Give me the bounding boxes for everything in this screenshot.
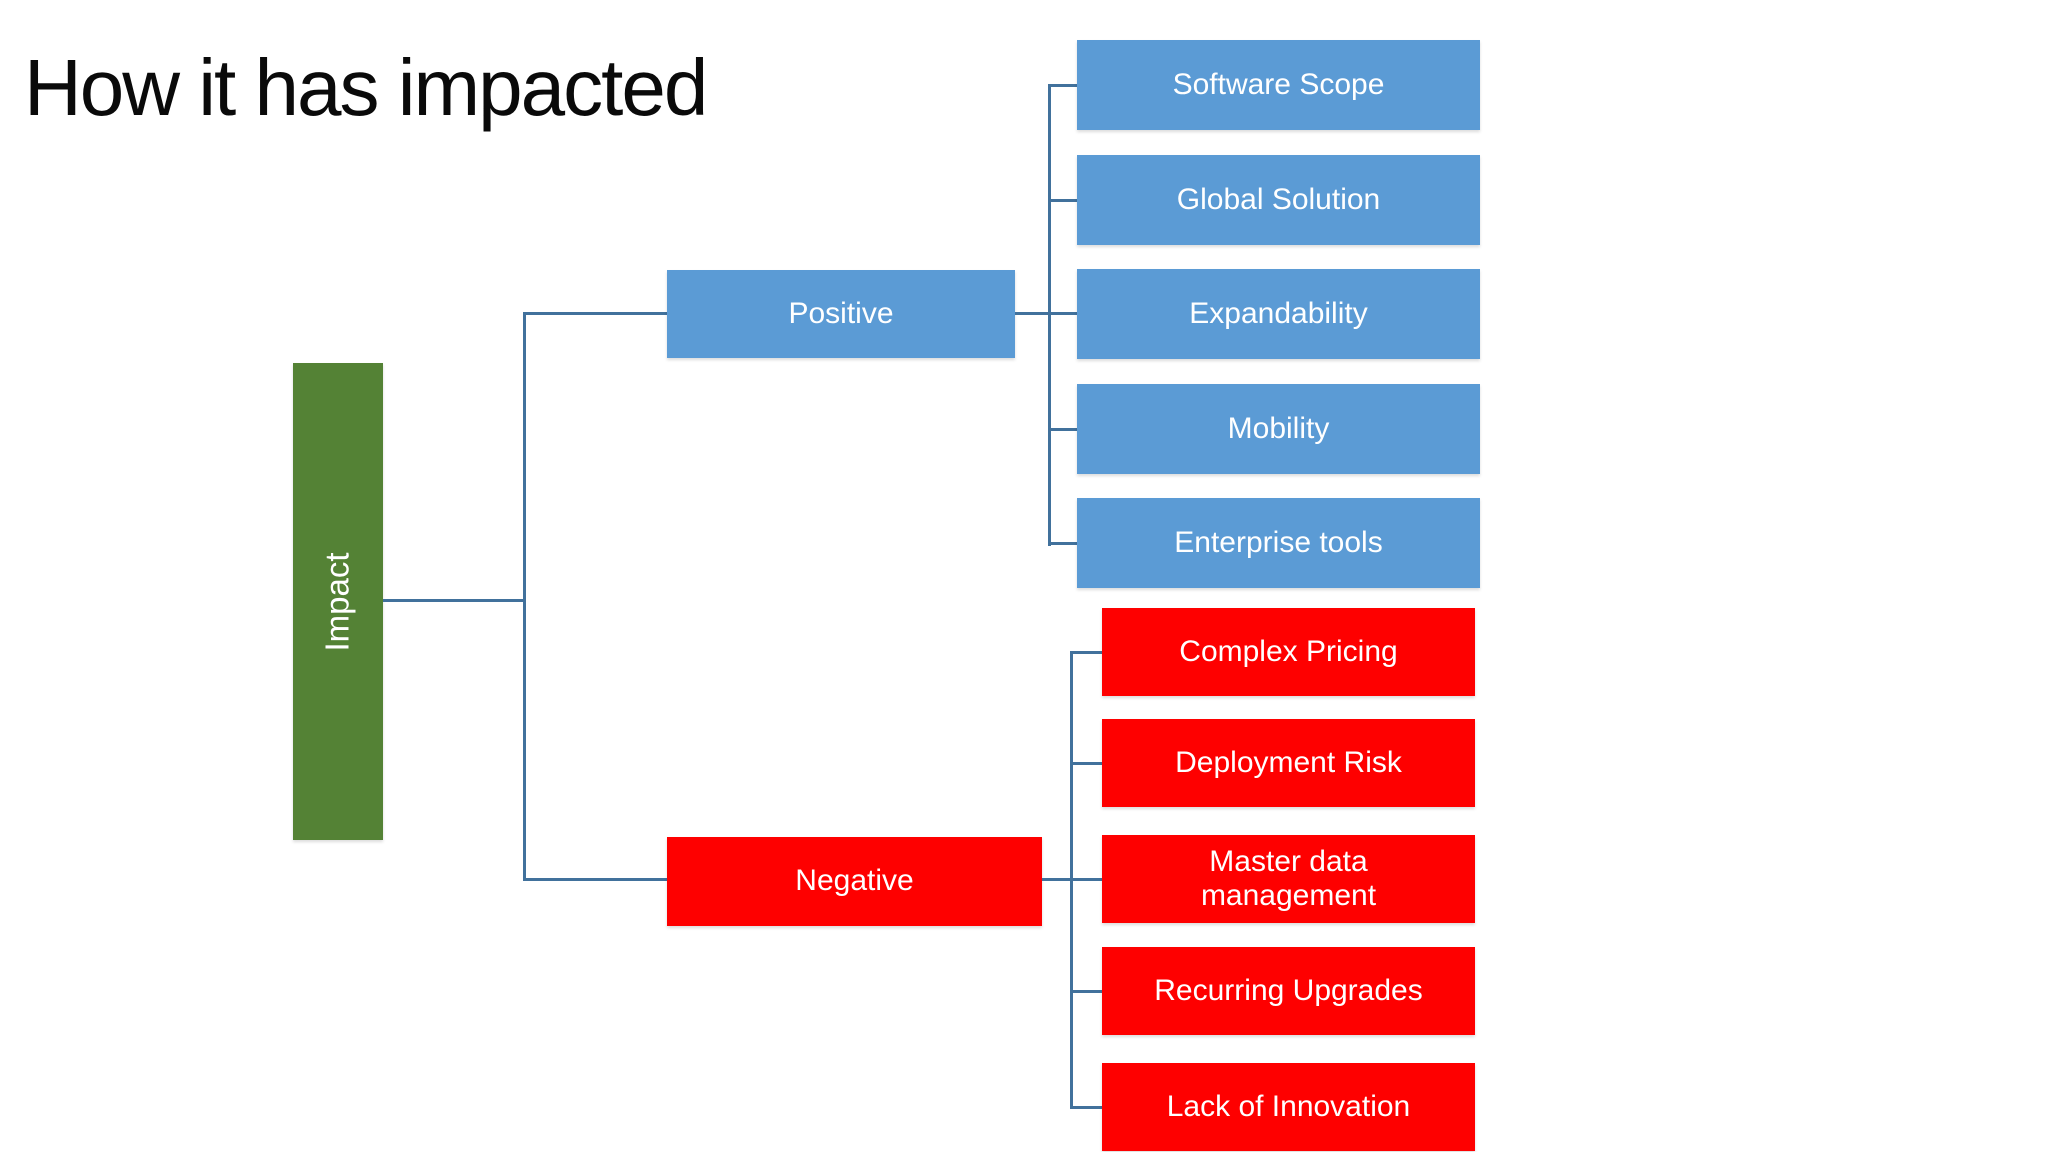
connector-to-positive (523, 312, 667, 315)
diagram-node-recurring-upgrades: Recurring Upgrades (1102, 947, 1475, 1035)
connector-to-negative (523, 878, 667, 881)
positive-label: Positive (788, 296, 894, 330)
connector-stub-enterprise-tools (1048, 542, 1077, 545)
connector-positive-trunk (1048, 84, 1051, 546)
impact-label: Impact (319, 551, 357, 652)
connector-impact-out (383, 599, 525, 602)
diagram-node-complex-pricing: Complex Pricing (1102, 608, 1475, 696)
diagram-node-software-scope: Software Scope (1077, 40, 1480, 130)
recurring-upgrades-label: Recurring Upgrades (1154, 973, 1423, 1007)
deployment-risk-label: Deployment Risk (1175, 745, 1402, 779)
diagram-node-enterprise-tools: Enterprise tools (1077, 498, 1480, 588)
negative-label: Negative (795, 864, 914, 898)
diagram-node-mobility: Mobility (1077, 384, 1480, 474)
complex-pricing-label: Complex Pricing (1179, 634, 1398, 668)
diagram-node-negative: Negative (667, 837, 1042, 926)
connector-negative-trunk (1070, 651, 1073, 1109)
connector-stub-global-solution (1048, 199, 1077, 202)
connector-stub-software-scope (1048, 84, 1077, 87)
enterprise-tools-label: Enterprise tools (1174, 525, 1383, 559)
diagram-node-lack-of-innovation: Lack of Innovation (1102, 1063, 1475, 1151)
diagram-node-positive: Positive (667, 270, 1015, 358)
connector-stub-deployment-risk (1070, 762, 1102, 765)
global-solution-label: Global Solution (1176, 182, 1381, 216)
expandability-label: Expandability (1189, 296, 1368, 330)
master-data-management-label: Master data management (1200, 844, 1377, 913)
connector-stub-lack-of-innovation (1070, 1106, 1102, 1109)
software-scope-label: Software Scope (1172, 67, 1385, 101)
connector-stub-complex-pricing (1070, 651, 1102, 654)
diagram-node-deployment-risk: Deployment Risk (1102, 719, 1475, 807)
diagram-node-impact: Impact (293, 363, 383, 840)
connector-stub-mobility (1048, 428, 1077, 431)
lack-of-innovation-label: Lack of Innovation (1166, 1089, 1411, 1123)
page-title: How it has impacted (24, 43, 708, 132)
mobility-label: Mobility (1227, 411, 1330, 445)
diagram-node-expandability: Expandability (1077, 269, 1480, 359)
connector-stub-recurring-upgrades (1070, 990, 1102, 993)
diagram-node-global-solution: Global Solution (1077, 155, 1480, 245)
connector-positive-out (1015, 312, 1077, 315)
diagram-node-master-data-management: Master data management (1102, 835, 1475, 923)
connector-main-trunk (523, 312, 526, 881)
